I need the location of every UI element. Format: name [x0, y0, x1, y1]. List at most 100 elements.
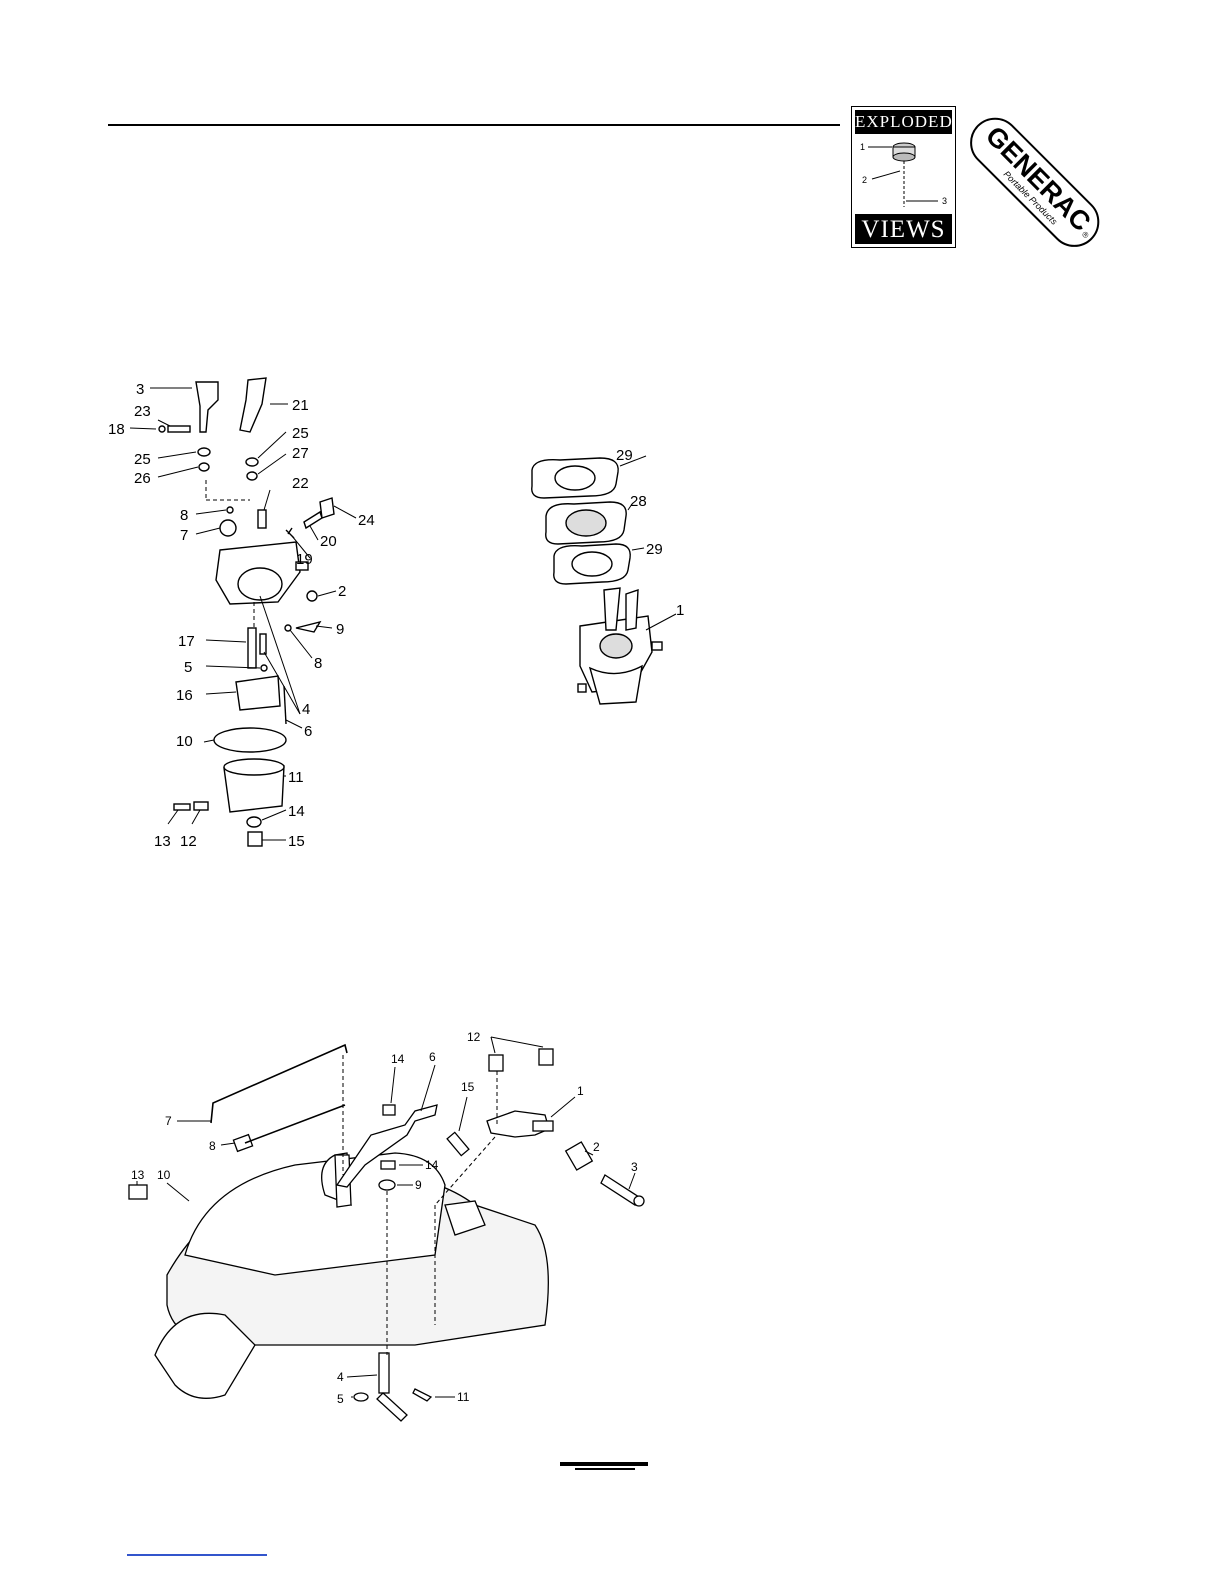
exploded-views-badge: EXPLODED 1 2 3 VIEWS: [851, 106, 956, 248]
carburetor-assembly-diagram: 29 28 29 1: [520, 440, 700, 710]
part-washer-25: [198, 448, 210, 456]
carb-label: 25: [292, 425, 309, 442]
part-gasket-10: [214, 728, 286, 752]
governor-label: 7: [165, 1114, 172, 1128]
part-washer-25b: [246, 458, 258, 466]
gasket-28-hole: [566, 510, 606, 536]
governor-label: 5: [337, 1392, 344, 1406]
carb-label: 11: [288, 769, 304, 786]
part-screw-8: [227, 507, 233, 513]
assembly-label: 29: [616, 447, 633, 464]
part-spring-15: [447, 1132, 469, 1155]
carb-label: 9: [336, 621, 344, 638]
generac-logo: GENERAC Portable Products ®: [958, 98, 1110, 268]
part-clip-24: [320, 498, 334, 518]
part-carb-bore: [238, 568, 282, 600]
assembly-label: 28: [630, 493, 647, 510]
part-clip-5: [354, 1393, 368, 1401]
badge-callout-1: 1: [860, 142, 865, 152]
carb-label: 2: [338, 583, 346, 600]
carb-label: 13: [154, 833, 171, 850]
badge-callout-3: 3: [942, 196, 947, 206]
carb-label: 27: [292, 445, 309, 462]
part-pin-11: [413, 1389, 431, 1401]
footer-link-underline[interactable]: [127, 1554, 267, 1556]
part-nut-14a: [383, 1105, 395, 1115]
part-float-16: [236, 676, 280, 710]
assembly-label: 29: [646, 541, 663, 558]
part-throttle-lever: [196, 382, 218, 432]
governor-label: 11: [457, 1390, 470, 1404]
carb-assembly-fitting: [652, 642, 662, 650]
part-screw-20: [304, 512, 322, 528]
part-nut-2: [307, 591, 317, 601]
carb-label: 24: [358, 512, 375, 529]
part-washer-9: [379, 1180, 395, 1190]
carb-label: 25: [134, 451, 151, 468]
part-screw-22: [258, 510, 266, 528]
governor-label: 8: [209, 1139, 216, 1153]
part-plate-7: [220, 520, 236, 536]
part-screw-18: [159, 426, 165, 432]
part-spring-12: [194, 802, 208, 810]
page-number-underline: [575, 1468, 635, 1470]
badge-top-word: EXPLODED: [855, 110, 952, 134]
part-bowl-rim: [224, 759, 284, 775]
part-shroud-10: [185, 1153, 445, 1275]
carb-label: 16: [176, 687, 193, 704]
carb-label: 19: [296, 551, 313, 568]
carb-label: 3: [136, 381, 144, 398]
governor-label: 2: [593, 1140, 600, 1154]
carburetor-exploded-diagram: 3 21 23 18 25 25 27 26 22 8 7 24 20 19 2…: [100, 370, 390, 860]
carb-label: 23: [134, 403, 151, 420]
carb-label: 12: [180, 833, 197, 850]
carb-label: 8: [314, 655, 322, 672]
governor-label: 15: [461, 1080, 475, 1094]
governor-label: 3: [631, 1160, 638, 1174]
carb-label: 4: [302, 701, 310, 718]
carb-label: 7: [180, 527, 188, 544]
part-spring-8: [233, 1135, 252, 1152]
part-gasket-9: [296, 622, 320, 632]
carb-label: 10: [176, 733, 193, 750]
part-nut-14b: [381, 1161, 395, 1169]
governor-linkage-diagram: 12 14 6 15 1 7 8 14 2 3 13 10 9 4 11 5: [115, 1025, 675, 1440]
governor-label: 9: [415, 1178, 422, 1192]
carb-assembly-screw: [578, 684, 586, 692]
carb-label: 15: [288, 833, 305, 850]
carb-label: 26: [134, 470, 151, 487]
part-bolt-12a: [489, 1055, 503, 1071]
part-seal-26: [199, 463, 209, 471]
part-seal-27: [247, 472, 257, 480]
part-washer-14: [247, 817, 261, 827]
carb-label: 5: [184, 659, 192, 676]
badge-part-icon: 1 2 3: [852, 135, 955, 215]
badge-bottom-word: VIEWS: [855, 214, 952, 244]
part-screw-3-head: [634, 1196, 644, 1206]
gasket-29-top-hole: [555, 466, 595, 490]
part-jet-17: [248, 628, 256, 668]
part-spring-2: [566, 1142, 593, 1170]
part-needle-4: [260, 634, 266, 654]
page-number-bar: [560, 1462, 648, 1466]
part-screw-3: [601, 1175, 639, 1205]
carb-label: 6: [304, 723, 312, 740]
governor-label: 6: [429, 1050, 436, 1064]
carb-label: 14: [288, 803, 305, 820]
carb-label: 8: [180, 507, 188, 524]
governor-label: 4: [337, 1370, 344, 1384]
governor-label: 10: [157, 1168, 171, 1182]
carb-assembly-bore: [600, 634, 632, 658]
carb-label: 17: [178, 633, 195, 650]
part-bolt-15: [248, 832, 262, 846]
carb-label: 21: [292, 397, 309, 414]
part-bracket-boss: [533, 1121, 553, 1131]
part-screw-13: [174, 804, 190, 810]
part-shaft-4-arm: [377, 1393, 407, 1421]
part-pin-5: [261, 665, 267, 671]
carb-assembly-choke: [626, 590, 638, 630]
part-pin-6: [284, 686, 286, 724]
part-link-rod: [245, 1105, 345, 1143]
governor-label: 14: [391, 1052, 405, 1066]
part-choke-lever: [240, 378, 266, 432]
